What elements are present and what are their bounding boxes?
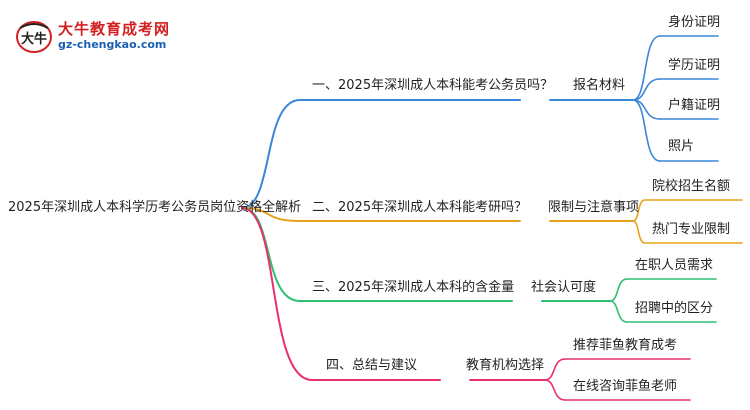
branch-3-label: 三、2025年深圳成人本科的含金量 — [312, 280, 515, 295]
branch-4-connector — [241, 207, 313, 381]
branch-1-leaf-2-connector — [632, 78, 661, 101]
branch-3-leaf-2-connector — [609, 300, 628, 323]
branch-3-leaf-1-connector — [609, 278, 628, 302]
site-logo[interactable]: 大牛 大牛教育成考网 gz-chengkao.com — [14, 16, 184, 56]
branch-4-leaf-2: 在线咨询菲鱼老师 — [573, 379, 678, 394]
branch-1-leaf-2: 学历证明 — [668, 58, 721, 73]
branch-1-leaf-1-connector — [632, 35, 661, 101]
logo-mark-icon: 大牛 — [16, 21, 52, 53]
branch-4-leaf-1-connector — [544, 358, 566, 381]
branch-1-connector — [241, 99, 301, 209]
logo-title: 大牛教育成考网 — [58, 20, 171, 38]
branch-3-leaf-1: 在职人员需求 — [635, 258, 714, 273]
branch-3-sub: 社会认可度 — [531, 280, 597, 295]
branch-2-leaf-2-connector — [632, 220, 646, 244]
branch-2-leaf-2: 热门专业限制 — [652, 222, 731, 237]
branch-1-label: 一、2025年深圳成人本科能考公务员吗？ — [312, 78, 554, 93]
branch-2-leaf-1: 院校招生名额 — [652, 179, 731, 194]
branch-1-leaf-4: 照片 — [668, 139, 695, 154]
branch-2-leaf-1-connector — [632, 199, 646, 222]
branch-1-sub: 报名材料 — [573, 78, 626, 93]
logo-url: gz-chengkao.com — [58, 38, 167, 51]
branch-2-sub: 限制与注意事项 — [548, 200, 640, 215]
logo-mark-text: 大牛 — [21, 31, 47, 47]
branch-4-sub: 教育机构选择 — [466, 358, 545, 373]
branch-2-connector — [241, 207, 301, 222]
branch-2-label: 二、2025年深圳成人本科能考研吗？ — [312, 200, 528, 215]
branch-1-leaf-4-connector — [632, 99, 661, 162]
branch-1-leaf-3: 户籍证明 — [668, 98, 721, 113]
branch-4-leaf-1: 推荐菲鱼教育成考 — [573, 338, 678, 353]
branch-4-label: 四、总结与建议 — [326, 358, 418, 373]
branch-3-connector — [241, 207, 301, 302]
branch-4-leaf-2-connector — [544, 379, 566, 401]
branch-1-leaf-1: 身份证明 — [668, 15, 721, 30]
branch-3-leaf-2: 招聘中的区分 — [635, 301, 714, 316]
root-node: 2025年深圳成人本科学历考公务员岗位资格全解析 — [8, 200, 302, 215]
